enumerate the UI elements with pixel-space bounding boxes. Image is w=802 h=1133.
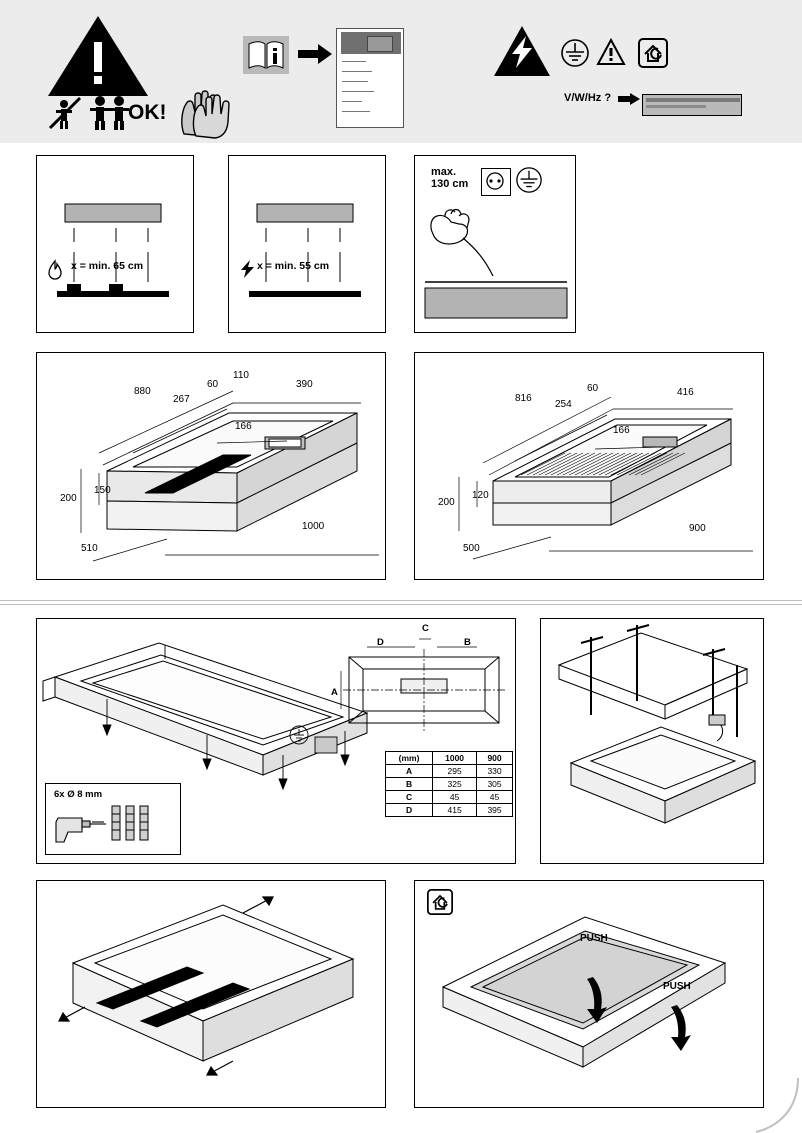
earth-ground-icon-socket: [515, 166, 543, 199]
dim-150: 150: [94, 485, 111, 496]
dim-390: 390: [296, 379, 313, 390]
ok-label: OK!: [128, 101, 167, 124]
document-page-icon: [336, 28, 404, 128]
cell-a-1000: 295: [432, 764, 478, 778]
panel-socket-height: max. 130 cm: [414, 155, 576, 333]
dim-416: 416: [677, 387, 694, 398]
row-label-a: A: [384, 764, 434, 778]
plan-letter-C: C: [422, 623, 429, 634]
drill-icon: [55, 817, 106, 843]
row-label-d: D: [384, 803, 434, 817]
table-row: A 295 330: [384, 764, 513, 778]
wall-plug-icons: [111, 805, 149, 841]
read-manual-icon: [243, 36, 289, 79]
dim-60: 60: [207, 379, 219, 390]
plan-letter-D: D: [377, 637, 384, 648]
plan-letter-B: B: [464, 637, 471, 648]
row-label-c: C: [384, 790, 434, 804]
dim-880: 880: [134, 386, 151, 397]
rating-plate-icon: [642, 94, 742, 116]
arrow-right-icon: [298, 44, 332, 69]
dim-120: 120: [472, 490, 489, 501]
cell-d-1000: 415: [432, 803, 478, 817]
drill-label: 6x Ø 8 mm: [54, 789, 103, 800]
dim-166: 166: [235, 421, 252, 432]
no-children-icon: [48, 96, 90, 135]
panel-ceiling-mount: [540, 618, 764, 864]
dim-254: 254: [555, 399, 572, 410]
cell-b-900: 305: [476, 777, 513, 791]
plan-letter-A: A: [331, 687, 338, 698]
electric-bolt-icon: [241, 260, 255, 283]
warning-triangle-icon: [44, 12, 152, 105]
gas-flame-icon: [47, 259, 63, 285]
panel-filter-insert: [36, 880, 386, 1108]
panel-frame-installation: 6x Ø 8 mm: [36, 618, 516, 864]
electric-shock-triangle-icon: [492, 24, 552, 83]
dim-510: 510: [81, 543, 98, 554]
rating-label: V/W/Hz ?: [564, 92, 612, 104]
panel-push-panel: PUSH PUSH: [414, 880, 764, 1108]
table-header-row: (mm) 1000 900: [384, 751, 513, 765]
table-row: D 415 395: [384, 803, 513, 817]
section-divider-bottom: [0, 604, 802, 605]
power-socket-icon: [481, 168, 511, 196]
panel-dimensions-900: 816 60 416 254 166 200 120 900 500: [414, 352, 764, 580]
push-label-1: PUSH: [580, 933, 608, 944]
gas-distance-label: x = min. 65 cm: [71, 260, 144, 272]
cell-a-900: 330: [476, 764, 513, 778]
drill-inset: 6x Ø 8 mm: [45, 783, 181, 855]
top-warning-band: OK!: [0, 0, 802, 143]
earth-ground-icon: [560, 38, 590, 73]
dim-267: 267: [173, 394, 190, 405]
page-corner-mark: [755, 1077, 799, 1133]
panel-dimensions-1000: 880 60 110 390 267 166 200 150 1000 510: [36, 352, 386, 580]
dim-200: 200: [60, 493, 77, 504]
cell-c-900: 45: [476, 790, 513, 804]
rating-arrow-icon: [618, 92, 640, 110]
table-row: C 45 45: [384, 790, 513, 804]
panel-electric-distance: x = min. 55 cm: [228, 155, 386, 333]
recycle-home-icon: [638, 38, 668, 73]
dim-900: 900: [689, 523, 706, 534]
dim-166-900: 166: [613, 425, 630, 436]
socket-max-line1: max.: [431, 166, 457, 178]
cell-c-1000: 45: [432, 790, 478, 804]
electric-distance-label: x = min. 55 cm: [257, 260, 330, 272]
row-label-b: B: [384, 777, 434, 791]
table-col-900: 900: [476, 751, 513, 765]
panel-gas-distance: x = min. 65 cm: [36, 155, 194, 333]
cell-b-1000: 325: [432, 777, 478, 791]
socket-max-label: max. 130 cm: [431, 166, 468, 190]
dim-110: 110: [233, 370, 249, 381]
socket-max-line2: 130 cm: [431, 178, 469, 190]
table-col-unit: (mm): [384, 751, 434, 765]
recycle-home-icon-push: [427, 889, 453, 920]
dim-816: 816: [515, 393, 532, 404]
cell-d-900: 395: [476, 803, 513, 817]
push-label-2: PUSH: [663, 981, 691, 992]
dim-1000: 1000: [302, 521, 325, 532]
opening-plan-diagram: [340, 638, 507, 731]
adults-ok-icon: [88, 94, 134, 135]
dim-60-900: 60: [587, 383, 599, 394]
protective-gloves-icon: [176, 88, 234, 143]
dim-500: 500: [463, 543, 480, 554]
table-row: B 325 305: [384, 777, 513, 791]
attention-triangle-icon: [596, 37, 626, 71]
dimensions-table: (mm) 1000 900 A 295 330 B 325 305 C: [384, 751, 513, 817]
dim-200-900: 200: [438, 497, 455, 508]
section-divider-top: [0, 600, 802, 601]
table-col-1000: 1000: [432, 751, 478, 765]
